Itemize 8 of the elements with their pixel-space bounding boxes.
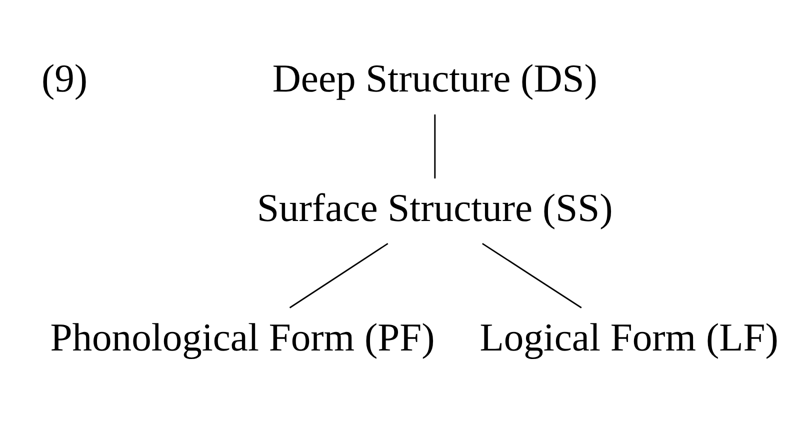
node-text: Deep Structure (DS) (272, 56, 598, 100)
connector (482, 242, 582, 308)
node-text: Surface Structure (SS) (256, 186, 613, 230)
connector (434, 114, 436, 178)
node-text: Phonological Form (PF) (50, 315, 435, 360)
connector (289, 242, 388, 308)
label: (9) (41, 56, 88, 100)
node-text: Logical Form (LF) (480, 315, 778, 360)
